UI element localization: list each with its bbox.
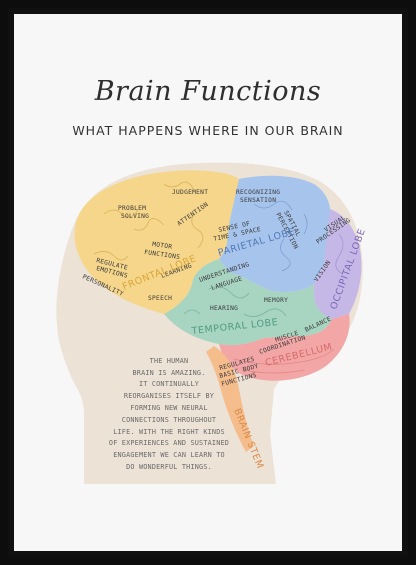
body-line: LIFE. WITH THE RIGHT KINDS (113, 427, 225, 436)
label-memory: MEMORY (264, 297, 288, 304)
temporal-sulci (183, 286, 287, 317)
label-recognizing-1: RECOGNIZING (236, 189, 280, 196)
label-speech: SPEECH (148, 295, 172, 302)
parietal-sulci (253, 200, 308, 272)
label-hearing: HEARING (210, 305, 238, 312)
label-judgement: JUDGEMENT (172, 189, 208, 196)
parietal-lobe-region (219, 175, 331, 292)
body-line: BRAIN IS AMAZING. (132, 368, 206, 377)
body-line: ENGAGEMENT WE CAN LEARN TO (113, 451, 225, 460)
body-line: FORMING NEW NEURAL (130, 403, 208, 412)
temporal-lobe-region (164, 259, 332, 346)
label-motor-1: MOTOR (152, 241, 173, 251)
brain-diagram: JUDGEMENT PROBLEM SOLVING ATTENTION MOTO… (56, 162, 368, 484)
body-paragraph: THE HUMAN BRAIN IS AMAZING. IT CONTINUAL… (84, 344, 254, 474)
poster-subtitle: WHAT HAPPENS WHERE IN OUR BRAIN (72, 123, 344, 138)
label-problem-2: SOLVING (121, 213, 149, 220)
sulci-lines (93, 181, 204, 261)
occipital-sulci (335, 233, 344, 275)
cerebellum-region (219, 314, 350, 381)
body-line: IT CONTINUALLY (138, 380, 200, 389)
frontal-lobe-region (74, 170, 239, 314)
body-line: REORGANISES ITSELF BY (123, 392, 215, 401)
label-motor-2: FUNCTIONS (144, 249, 181, 261)
label-recognizing-2: SENSATION (240, 197, 276, 204)
body-line: DO WONDERFUL THINGS. (126, 462, 212, 471)
poster-title: Brain Functions (94, 76, 322, 107)
label-problem-1: PROBLEM (118, 205, 146, 212)
brain-stem-region (206, 346, 254, 452)
poster: JUDGEMENT PROBLEM SOLVING ATTENTION MOTO… (14, 14, 402, 551)
body-line: THE HUMAN (149, 356, 189, 365)
body-line: OF EXPERIENCES AND SUSTAINED (108, 439, 230, 448)
body-line: CONNECTIONS THROUGHOUT (121, 415, 217, 424)
occipital-lobe-region (313, 209, 362, 319)
cerebellum-sulci (233, 348, 335, 374)
